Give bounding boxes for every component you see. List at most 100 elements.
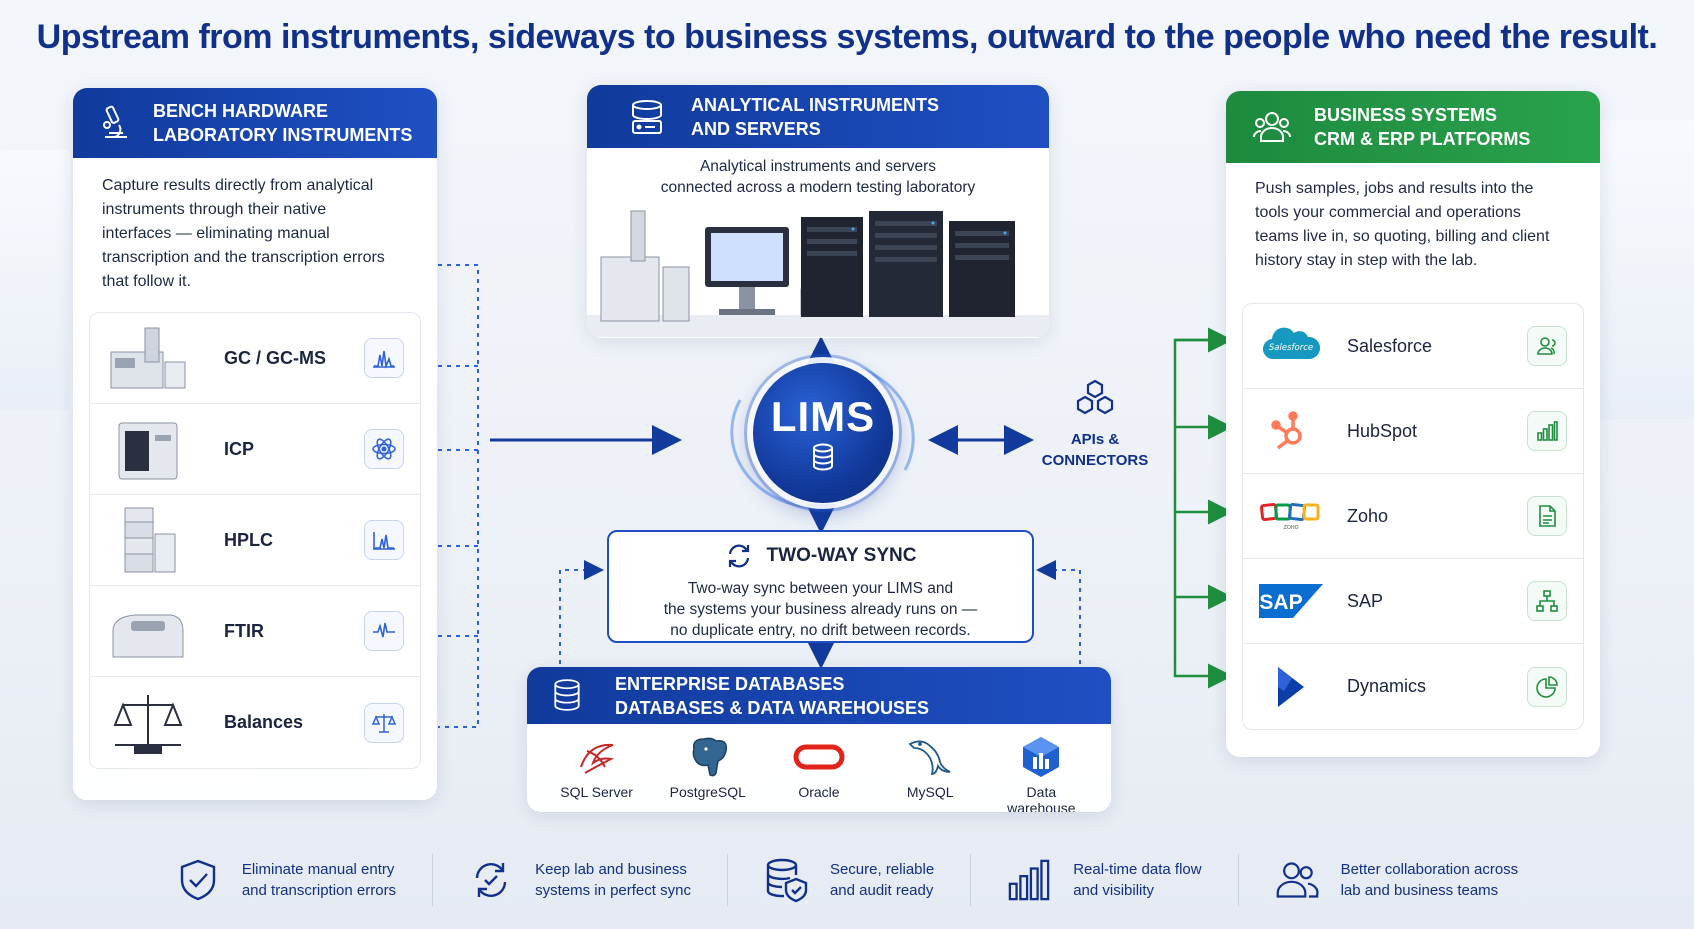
hubspot-logo <box>1259 406 1323 456</box>
db-mysql[interactable]: MySQL <box>880 734 980 812</box>
salesforce-logo: Salesforce <box>1259 321 1323 371</box>
ftir-instrument-image <box>102 595 194 667</box>
system-name: SAP <box>1347 590 1384 611</box>
benefit-line1: Eliminate manual entry <box>241 861 395 878</box>
benefit-line2: systems in perfect sync <box>535 882 691 899</box>
benefit-line2: lab and business teams <box>1340 882 1499 899</box>
instrument-name: HPLC <box>224 529 273 550</box>
shield-check-icon <box>176 858 220 902</box>
database-icon <box>813 443 833 471</box>
analytical-instruments-panel: ANALYTICAL INSTRUMENTS AND SERVERS Analy… <box>587 85 1049 338</box>
bench-hardware-panel: BENCH HARDWARE LABORATORY INSTRUMENTS Ca… <box>73 88 437 800</box>
sap-logo: SAP <box>1259 576 1323 626</box>
people-icon <box>1253 112 1291 142</box>
instrument-row-gc-ms[interactable]: GC / GC-MS <box>90 313 420 404</box>
apis-label-line1: APIs & <box>1070 431 1120 448</box>
sap-logo-text: SAP <box>1259 591 1302 614</box>
business-system-list: Salesforce Salesforce HubSpot ZOHO Zoho <box>1242 303 1584 730</box>
sync-line2: the systems your business already runs o… <box>663 601 978 618</box>
system-row-dynamics[interactable]: Dynamics <box>1243 644 1583 729</box>
benefit-line2: and visibility <box>1073 882 1155 899</box>
apis-label-line2: CONNECTORS <box>1041 452 1149 469</box>
bench-hardware-title-line1: BENCH HARDWARE <box>153 101 328 121</box>
analytical-title-line1: ANALYTICAL INSTRUMENTS <box>691 94 940 115</box>
system-row-hubspot[interactable]: HubSpot <box>1243 389 1583 474</box>
sync-line3: no duplicate entry, no drift between rec… <box>670 622 971 639</box>
peaks-icon <box>364 520 404 560</box>
system-name: Salesforce <box>1347 335 1433 356</box>
instrument-name: GC / GC-MS <box>224 347 326 368</box>
server-icon <box>632 99 662 134</box>
database-shield-icon <box>764 858 808 903</box>
user-icon <box>1527 326 1567 366</box>
db-label: PostgreSQL <box>669 784 746 800</box>
db-postgresql[interactable]: PostgreSQL <box>658 734 758 812</box>
atom-icon <box>364 429 404 469</box>
instrument-row-ftir[interactable]: FTIR <box>90 586 420 677</box>
sync-icon <box>728 544 749 568</box>
hplc-instrument-image <box>102 504 194 576</box>
lims-hub[interactable]: LIMS <box>720 360 925 510</box>
team-icon <box>1275 858 1319 902</box>
system-row-sap[interactable]: SAP SAP <box>1243 559 1583 644</box>
business-systems-description: Push samples, jobs and results into the … <box>1255 180 1550 269</box>
benefit-line1: Keep lab and business <box>535 861 687 878</box>
bar-chart-icon <box>1007 858 1051 902</box>
bench-hardware-title-line2: LABORATORY INSTRUMENTS <box>153 125 413 145</box>
bench-hardware-description: Capture results directly from analytical… <box>102 177 385 290</box>
db-label-line2: warehouse <box>1007 800 1076 812</box>
instrument-list: GC / GC-MS ICP HPLC <box>89 312 421 769</box>
dynamics-logo <box>1259 662 1323 712</box>
instrument-name: FTIR <box>224 620 264 641</box>
analytical-instruments-header: ANALYTICAL INSTRUMENTS AND SERVERS <box>587 85 1049 148</box>
enterprise-databases-panel: ENTERPRISE DATABASES DATABASES & DATA WA… <box>527 667 1111 812</box>
sync-icon <box>469 858 513 902</box>
instrument-row-icp[interactable]: ICP <box>90 404 420 495</box>
benefit-secure: Secure, reliable and audit ready <box>726 854 970 906</box>
benefit-eliminate-entry: Eliminate manual entry and transcription… <box>140 854 432 906</box>
lims-ring-swoosh <box>730 360 915 510</box>
connectors-icon <box>1076 379 1114 415</box>
instrument-name: Balances <box>224 712 304 732</box>
spectrum-icon <box>364 611 404 651</box>
background-window-right <box>1600 120 1694 420</box>
system-name: HubSpot <box>1347 420 1418 441</box>
microscope-icon <box>103 105 127 138</box>
instrument-name: ICP <box>224 438 255 459</box>
postgresql-icon <box>686 734 730 780</box>
benefit-perfect-sync: Keep lab and business systems in perfect… <box>432 854 727 906</box>
business-systems-header: BUSINESS SYSTEMS CRM & ERP PLATFORMS <box>1226 91 1600 163</box>
benefit-real-time: Real-time data flow and visibility <box>970 854 1237 906</box>
business-title-line1: BUSINESS SYSTEMS <box>1314 105 1498 125</box>
hierarchy-icon <box>1527 581 1567 621</box>
instrument-row-balances[interactable]: Balances <box>90 677 420 768</box>
db-oracle[interactable]: Oracle <box>769 734 869 812</box>
benefits-footer: Eliminate manual entry and transcription… <box>0 836 1694 924</box>
benefit-line1: Real-time data flow <box>1073 861 1202 878</box>
two-way-sync-box: TWO-WAY SYNC Two-way sync between your L… <box>607 530 1034 643</box>
page-title: Upstream from instruments, sideways to b… <box>36 18 1658 56</box>
lab-equipment-illustration <box>587 210 1049 337</box>
enterprise-databases-header: ENTERPRISE DATABASES DATABASES & DATA WA… <box>527 667 1111 724</box>
db-label: MySQL <box>906 784 954 800</box>
database-icon <box>554 679 580 711</box>
apis-connectors: APIs & CONNECTORS <box>1030 378 1160 471</box>
analytical-caption-line1: Analytical instruments and servers <box>699 158 937 175</box>
business-systems-panel: BUSINESS SYSTEMS CRM & ERP PLATFORMS Pus… <box>1226 91 1600 757</box>
sync-title: TWO-WAY SYNC <box>766 545 917 566</box>
data-warehouse-icon <box>1021 734 1061 780</box>
system-name: Zoho <box>1347 505 1389 526</box>
db-data-warehouse[interactable]: Data warehouse <box>991 734 1091 812</box>
sync-line1: Two-way sync between your LIMS and <box>687 580 954 597</box>
db-sql-server[interactable]: SQL Server <box>547 734 647 812</box>
zoho-logo-text: ZOHO <box>1283 525 1298 531</box>
business-title-line2: CRM & ERP PLATFORMS <box>1314 129 1531 149</box>
system-row-salesforce[interactable]: Salesforce Salesforce <box>1243 304 1583 389</box>
db-label: Oracle <box>798 784 840 800</box>
system-row-zoho[interactable]: ZOHO Zoho <box>1243 474 1583 559</box>
system-name: Dynamics <box>1347 676 1427 696</box>
instrument-row-hplc[interactable]: HPLC <box>90 495 420 586</box>
benefit-collaboration: Better collaboration across lab and busi… <box>1237 854 1555 906</box>
pie-chart-icon <box>1527 666 1567 707</box>
oracle-icon <box>792 734 846 780</box>
